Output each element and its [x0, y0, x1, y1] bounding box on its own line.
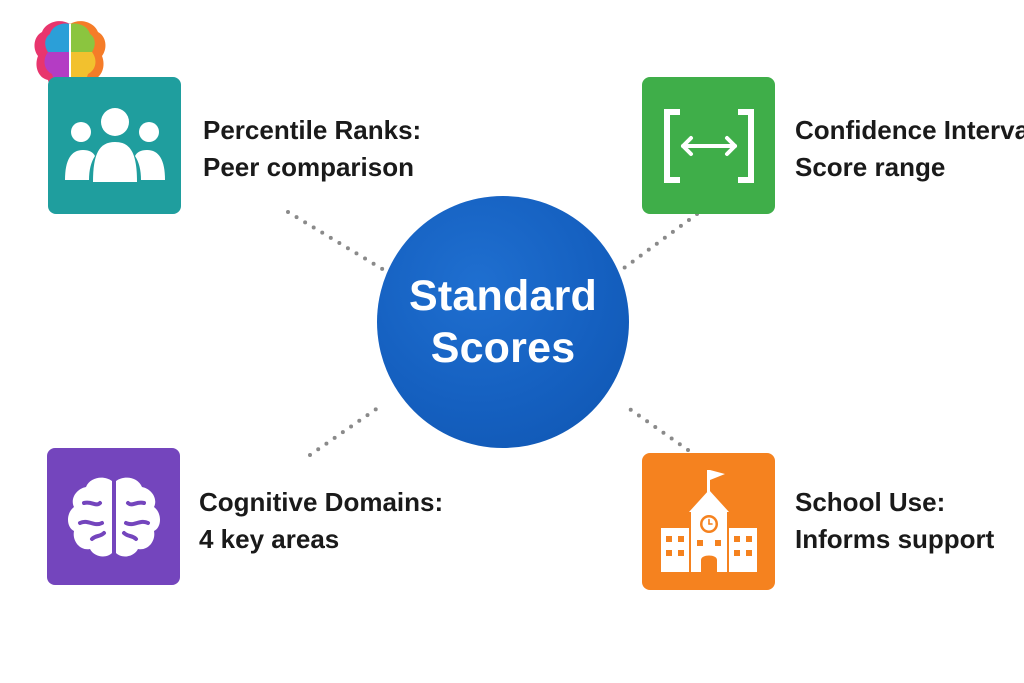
node-title: Cognitive Domains: — [199, 487, 444, 517]
node-subtitle: Peer comparison — [203, 152, 414, 182]
cognitive-domains-tile — [47, 448, 180, 585]
confidence-intervals-tile — [642, 77, 775, 214]
school-use-label: School Use: Informs support — [795, 484, 994, 558]
connector-percentile — [286, 210, 386, 272]
connector-confidence — [622, 212, 699, 270]
brain-icon — [67, 477, 160, 556]
cognitive-domains-label: Cognitive Domains: 4 key areas — [199, 484, 443, 558]
connector-cognitive — [308, 403, 384, 457]
central-node: Standard Scores — [377, 196, 629, 448]
bracket-range-icon — [663, 108, 754, 183]
node-title: Confidence Intervals: — [795, 115, 1024, 145]
percentile-ranks-label: Percentile Ranks: Peer comparison — [203, 112, 421, 186]
node-subtitle: Score range — [795, 152, 946, 182]
node-title: School Use: — [795, 487, 946, 517]
node-subtitle: Informs support — [795, 524, 995, 554]
node-subtitle: 4 key areas — [199, 524, 340, 554]
node-title: Percentile Ranks: — [203, 115, 422, 145]
connector-school — [622, 403, 690, 452]
center-title-line2: Scores — [430, 324, 576, 372]
people-group-icon — [64, 107, 165, 182]
percentile-ranks-tile — [48, 77, 181, 214]
center-title-line1: Standard — [409, 272, 597, 320]
confidence-intervals-label: Confidence Intervals: Score range — [795, 112, 1024, 186]
school-building-icon — [660, 469, 757, 572]
school-use-tile — [642, 453, 775, 590]
